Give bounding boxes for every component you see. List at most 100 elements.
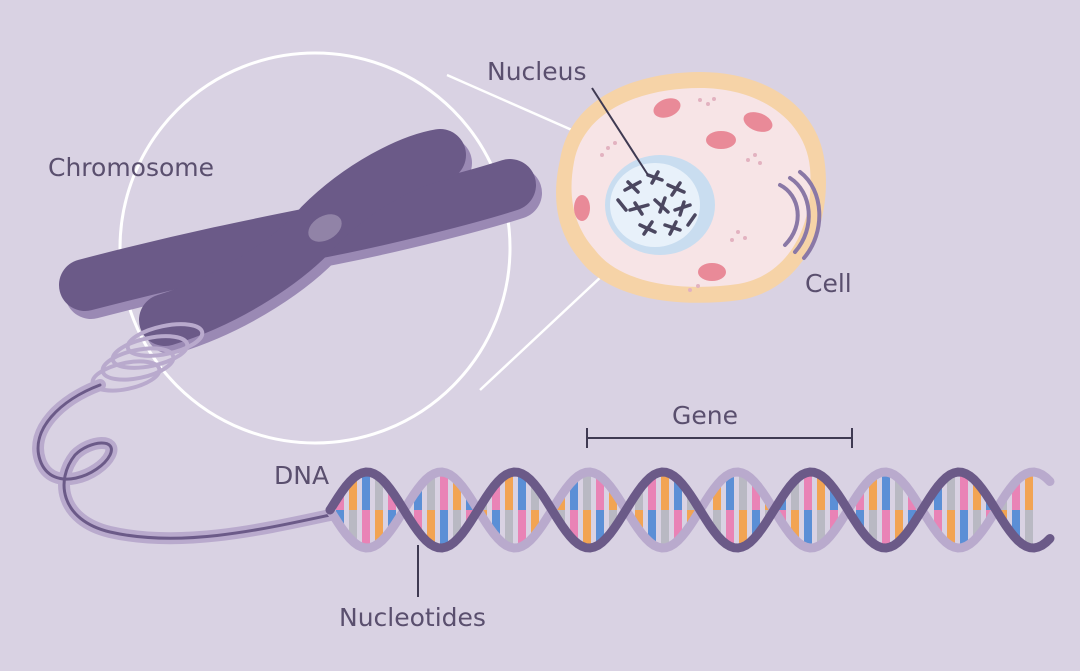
dna-double-helix — [325, 467, 1055, 553]
dna-strand-light — [325, 467, 1055, 553]
nucleotide-base — [1025, 510, 1033, 548]
nucleotide-base — [635, 510, 643, 530]
nucleotides-label: Nucleotides — [339, 603, 486, 632]
nucleotide-base — [362, 472, 370, 510]
nucleotide-base — [596, 476, 604, 510]
nucleotide-base — [973, 510, 981, 538]
nucleotide-base — [713, 484, 721, 510]
magnifier-circle — [118, 51, 512, 445]
nucleotide-base — [518, 510, 526, 547]
nucleotide-base — [830, 488, 838, 510]
nucleotide-base — [648, 510, 656, 544]
nucleotide-base — [453, 510, 461, 540]
cell-label: Cell — [805, 269, 852, 298]
nucleotide-base — [830, 510, 838, 532]
mitochondrion-2 — [743, 112, 773, 132]
nucleotide-base — [609, 510, 617, 530]
nucleotide-base — [726, 473, 734, 510]
nucleotide-base — [817, 510, 825, 545]
nucleotide-base — [934, 510, 942, 534]
nucleotide-base — [869, 476, 877, 510]
nucleotide-base — [414, 488, 422, 510]
nucleotide-base — [804, 472, 812, 510]
nucleotide-base — [349, 510, 357, 542]
nucleotide-base — [531, 484, 539, 510]
dna-fiber — [32, 379, 336, 545]
cell — [556, 72, 826, 303]
nucleus-pointer — [591, 87, 649, 176]
nucleotide-base — [583, 510, 591, 548]
nucleotide-base — [1025, 472, 1033, 510]
nucleotide-base — [856, 491, 864, 510]
nucleotide-base — [375, 476, 383, 510]
nucleotide-base — [570, 479, 578, 510]
nucleotide-base — [882, 472, 890, 510]
nucleotide-base — [713, 510, 721, 536]
nucleotide-base — [791, 480, 799, 510]
chromosome — [59, 129, 542, 354]
dna-strand-dark — [325, 467, 1055, 553]
nucleotide-base — [648, 476, 656, 510]
nucleotide-base — [947, 474, 955, 510]
nucleotide-base — [388, 491, 396, 510]
golgi-apparatus — [778, 170, 822, 260]
nucleotide-base — [674, 510, 682, 541]
nucleotide-base — [960, 472, 968, 510]
nucleotide-base — [752, 510, 760, 537]
mitochondrion-1 — [653, 98, 681, 118]
nucleotide-base — [596, 510, 604, 544]
nucleotide-base — [726, 510, 734, 547]
nucleotide-base — [739, 473, 747, 510]
nucleotide-base — [752, 483, 760, 510]
nucleotide-base — [609, 490, 617, 510]
nucleotide-base — [856, 510, 864, 529]
nucleotide-base — [492, 483, 500, 510]
nucleotide-base — [440, 472, 448, 510]
er-dots — [600, 97, 762, 292]
nucleotide-base — [635, 490, 643, 510]
nucleus-chromosomes — [616, 170, 697, 236]
nucleotide-base — [674, 479, 682, 510]
nucleotide-base — [869, 510, 877, 544]
nucleotide-base — [791, 510, 799, 540]
mitochondrion-4 — [574, 195, 590, 221]
nucleus-label: Nucleus — [487, 57, 587, 86]
nucleotide-base — [375, 510, 383, 544]
nucleotide-base — [362, 510, 370, 548]
nucleotide-base — [817, 475, 825, 510]
nucleotide-base — [934, 486, 942, 510]
dna-label: DNA — [274, 461, 329, 490]
nucleotide-base — [505, 510, 513, 547]
nucleotide-base — [1012, 481, 1020, 510]
gene-label: Gene — [672, 401, 738, 430]
nucleotide-base — [570, 510, 578, 541]
nucleotide-base — [1012, 510, 1020, 539]
nucleotide-base — [583, 472, 591, 510]
nucleotide-base — [895, 478, 903, 510]
nucleotide-base — [492, 510, 500, 537]
nucleotide-base — [414, 510, 422, 532]
nucleotide-base — [661, 510, 669, 548]
nucleotide-base — [960, 510, 968, 548]
nucleotide-base — [739, 510, 747, 547]
nucleotide-base — [518, 473, 526, 510]
mitochondrion-5 — [698, 263, 726, 281]
gene-bracket — [586, 428, 853, 448]
nucleotide-base — [804, 510, 812, 548]
nucleotide-base — [895, 510, 903, 542]
nucleotide-base — [947, 510, 955, 546]
mitochondrion-3 — [706, 131, 736, 149]
nucleotide-base — [505, 473, 513, 510]
nucleotide-base — [427, 510, 435, 545]
chromosome-label: Chromosome — [48, 153, 214, 182]
nucleotide-base — [661, 472, 669, 510]
nucleotide-base — [349, 478, 357, 510]
nucleotide-base — [882, 510, 890, 548]
nucleotide-base — [531, 510, 539, 536]
nucleotide-base — [973, 482, 981, 510]
nucleotide-base — [388, 510, 396, 529]
nucleotide-base — [453, 480, 461, 510]
nucleotide-base — [440, 510, 448, 548]
